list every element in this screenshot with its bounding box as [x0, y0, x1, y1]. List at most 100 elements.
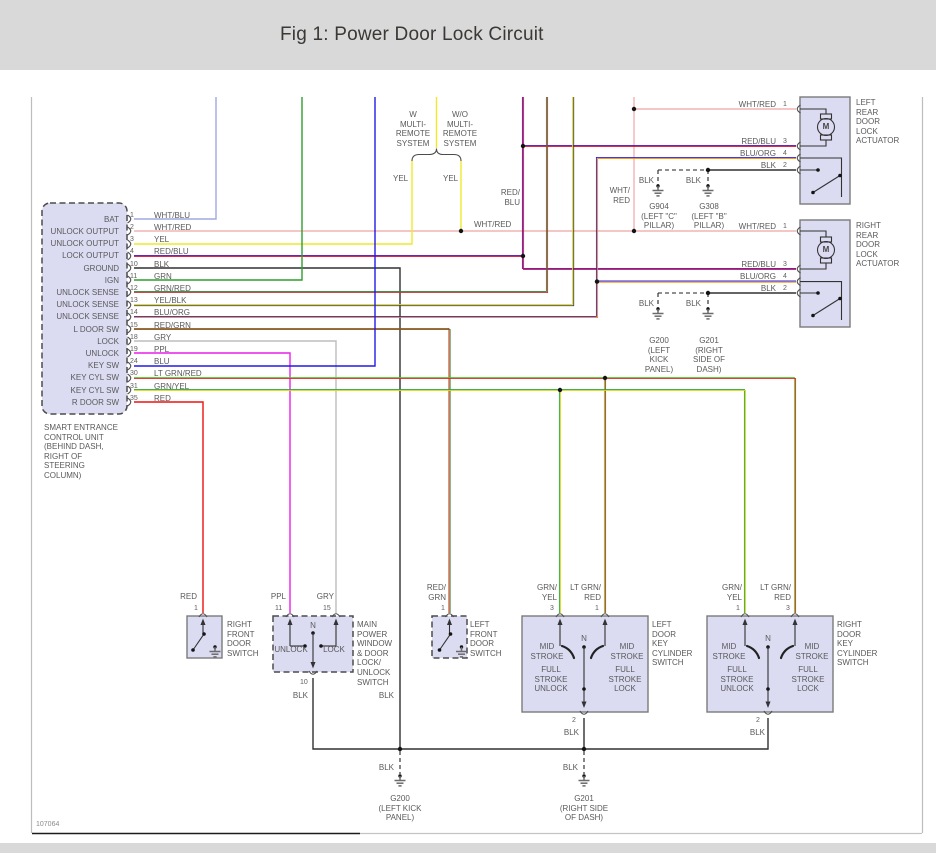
control-unit-pin-number: 15: [130, 321, 138, 329]
control-unit-pin-wire: YEL/BLK: [154, 296, 187, 306]
control-unit-pin-wire: GRN: [154, 271, 172, 281]
control-unit-pin-number: 1: [130, 211, 134, 219]
la-pin1-num: 1: [783, 101, 787, 108]
la-pin4-wire: BLU/ORG: [739, 149, 776, 158]
wire-blu-org: [134, 156, 796, 319]
motor-icon: M: [822, 245, 830, 254]
wire-wht-blu: [134, 97, 217, 220]
main-switch-pin11-num: 11: [275, 605, 283, 612]
rkc-mid-left-label: MID STROKE: [712, 642, 746, 661]
control-unit-pin-number: 3: [130, 236, 134, 244]
ra-pin2-num: 2: [783, 285, 787, 292]
rkc-label: RIGHT DOOR KEY CYLINDER SWITCH: [837, 620, 878, 668]
control-unit-pin-wire: WHT/RED: [154, 222, 192, 232]
with-multi-remote-label: W MULTI- REMOTE SYSTEM: [395, 110, 431, 148]
g308-label: G308 (LEFT "B" PILLAR): [691, 202, 727, 231]
control-unit-pin-wire: BLK: [154, 259, 170, 269]
rkc-wire-right-label: LT GRN/ RED: [760, 583, 791, 602]
motor-icon: M: [822, 122, 830, 131]
lkc-mid-left-label: MID STROKE: [530, 642, 564, 661]
left-rear-actuator-label: LEFT REAR DOOR LOCK ACTUATOR: [856, 98, 900, 146]
control-unit-pin-name: IGN: [104, 275, 119, 285]
left-key-cylinder-internals: [557, 618, 608, 708]
control-unit-pin-wire: GRN/YEL: [154, 381, 190, 391]
control-unit-pin-number: 35: [130, 394, 138, 402]
control-unit-pin-number: 19: [130, 345, 138, 353]
control-unit-pin-name: LOCK OUTPUT: [62, 251, 119, 261]
control-unit-pin-name: BAT: [104, 214, 119, 224]
branch-brace: [411, 148, 462, 162]
control-unit-pin-number: 18: [130, 333, 138, 341]
la-pin3-wire: RED/BLU: [741, 137, 776, 146]
lkc-wire-left-label: GRN/ YEL: [537, 583, 557, 602]
control-unit-pin-name: UNLOCK SENSE: [56, 287, 119, 297]
bottom-strip: [0, 843, 936, 853]
control-unit-pin-wire: RED/BLU: [154, 247, 189, 257]
control-unit-pin-wire: PPL: [154, 344, 170, 354]
lkc-full-unlock-label: FULL STROKE UNLOCK: [534, 665, 568, 694]
control-unit-pin-name: UNLOCK: [85, 348, 119, 358]
ra-pin3-num: 3: [783, 261, 787, 268]
control-unit-pin-number: 12: [130, 284, 138, 292]
lkc-label: LEFT DOOR KEY CYLINDER SWITCH: [652, 620, 693, 668]
wire-red: [134, 401, 204, 613]
junction-dots: [397, 106, 711, 752]
ra-pin4-num: 4: [783, 273, 787, 280]
ra-pin3-wire: RED/BLU: [741, 260, 776, 269]
rkc-full-unlock-label: FULL STROKE UNLOCK: [720, 665, 754, 694]
left-rear-actuator-internals: [800, 108, 843, 197]
control-unit-pin-name: KEY SW: [88, 361, 119, 371]
control-unit-pin-name: GROUND: [83, 263, 119, 273]
right-key-cylinder-internals: [742, 618, 798, 708]
wht-red-mid-label: WHT/RED: [474, 220, 512, 229]
title-bar: Fig 1: Power Door Lock Circuit: [0, 0, 936, 70]
right-rear-actuator-internals: [800, 230, 843, 320]
lkc-pin-left-num: 3: [550, 605, 554, 612]
yel-label-right: YEL: [443, 174, 459, 183]
la-pin2-num: 2: [783, 162, 787, 169]
wire-red-blu-stripe: [134, 97, 796, 269]
smart-entrance-control-unit-box: [41, 202, 128, 415]
g200-upper-label: G200 (LEFT KICK PANEL): [644, 336, 674, 374]
lkc-pin-right-num: 1: [595, 605, 599, 612]
control-unit-pin-wire: LT GRN/RED: [154, 369, 202, 379]
lf-switch-pin-num: 1: [441, 605, 445, 612]
control-unit-pin-name: UNLOCK SENSE: [56, 300, 119, 310]
main-switch-unlock-label: UNLOCK: [274, 645, 308, 654]
g308-wire-label: BLK: [685, 176, 701, 185]
control-unit-pin-name: UNLOCK OUTPUT: [50, 239, 119, 249]
lkc-wire-right-label: LT GRN/ RED: [570, 583, 601, 602]
main-switch-pin15-num: 15: [323, 605, 331, 612]
ra-pin1-wire: WHT/RED: [738, 222, 776, 231]
la-pin1-wire: WHT/RED: [738, 100, 776, 109]
wire-grn: [134, 97, 303, 281]
wire-blu: [134, 97, 376, 367]
control-unit-blk-label: BLK: [378, 691, 394, 700]
right-door-key-cylinder-switch-box: [706, 615, 834, 713]
figure-title: Fig 1: Power Door Lock Circuit: [280, 24, 544, 45]
lf-switch-wire-label: RED/ GRN: [426, 583, 446, 602]
rkc-full-lock-label: FULL STROKE LOCK: [791, 665, 825, 694]
control-unit-pin-name: KEY CYL SW: [70, 385, 119, 395]
control-unit-pin-number: 4: [130, 248, 134, 256]
main-switch-label: MAIN POWER WINDOW & DOOR LOCK/ UNLOCK SW…: [357, 620, 393, 687]
rkc-mid-right-label: MID STROKE: [795, 642, 829, 661]
rkc-pin-right-num: 3: [786, 605, 790, 612]
lkc-pin2-num: 2: [572, 717, 576, 724]
rkc-n-label: N: [765, 634, 771, 643]
la-pin2-wire: BLK: [760, 161, 776, 170]
control-unit-pin-wire: WHT/BLU: [154, 210, 190, 220]
yel-label-left: YEL: [393, 174, 409, 183]
wire-yel-blk: [134, 97, 575, 307]
lf-switch-label: LEFT FRONT DOOR SWITCH: [470, 620, 502, 658]
rf-switch-label: RIGHT FRONT DOOR SWITCH: [227, 620, 259, 658]
control-unit-pin-name: R DOOR SW: [71, 397, 119, 407]
control-unit-pin-number: 31: [130, 382, 138, 390]
main-switch-pin10-num: 10: [300, 679, 308, 686]
rf-switch-wire-label: RED: [180, 592, 197, 601]
ra-pin4-wire: BLU/ORG: [739, 272, 776, 281]
wire-wht-red: [134, 97, 796, 232]
control-unit-pin-number: 14: [130, 309, 138, 317]
main-switch-blk-label: BLK: [292, 691, 308, 700]
control-unit-pin-wire: YEL: [154, 235, 170, 245]
